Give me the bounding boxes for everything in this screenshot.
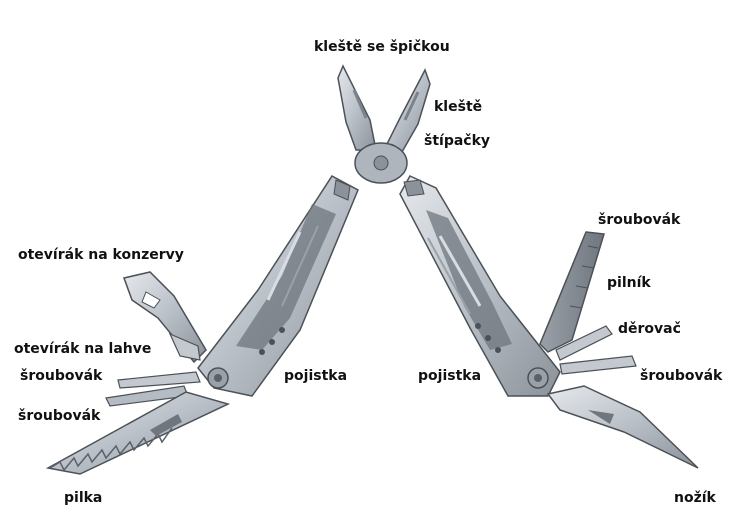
left-handle <box>197 175 359 397</box>
knife-blade <box>546 385 699 469</box>
label-needle-nose-pliers: kleště se špičkou <box>314 39 450 55</box>
label-pliers: kleště <box>434 99 483 115</box>
right-handle <box>399 175 561 397</box>
label-lock-left: pojistka <box>284 368 348 384</box>
label-lock-right: pojistka <box>418 368 482 384</box>
label-saw: pilka <box>64 490 103 506</box>
right-screwdriver-tool <box>559 355 637 375</box>
label-file: pilník <box>607 275 651 291</box>
label-screwdriver-left-bottom: šroubovák <box>18 408 101 424</box>
label-knife: nožík <box>674 490 716 506</box>
label-screwdriver-right-top: šroubovák <box>598 212 681 228</box>
label-screwdriver-left-top: šroubovák <box>20 368 103 384</box>
file-tool <box>539 231 605 353</box>
bottle-opener-tool <box>168 332 201 361</box>
label-awl: děrovač <box>618 321 681 337</box>
left-tools <box>45 271 231 475</box>
left-screwdriver-top <box>117 371 201 389</box>
label-cutters: štípačky <box>424 133 491 149</box>
awl-tool <box>555 325 613 361</box>
left-jaw <box>337 64 377 151</box>
label-can-opener: otevírák na konzervy <box>18 247 184 263</box>
right-tools <box>539 231 699 469</box>
label-screwdriver-right-bottom: šroubovák <box>640 368 723 384</box>
saw-tool <box>45 391 231 475</box>
pliers-jaws <box>337 64 431 184</box>
label-bottle-opener: otevírák na lahve <box>14 341 152 357</box>
